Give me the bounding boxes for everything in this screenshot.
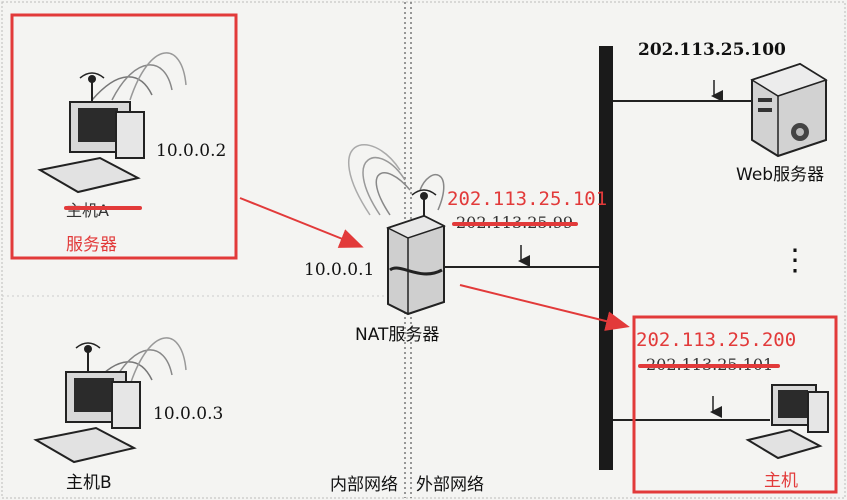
- red-arrow-to-ext-host: [459, 284, 630, 331]
- computer-icon: [33, 337, 187, 464]
- ellipsis-mark: ⋮: [780, 243, 810, 278]
- nat-inner-ip: 10.0.0.1: [304, 260, 375, 280]
- web-name: Web服务器: [736, 165, 825, 185]
- nat-outer-ip-strike-mark: [452, 222, 578, 226]
- ext-host-ip-new: 202.113.25.200: [636, 329, 797, 351]
- zone-inner-label: 内部网络: [330, 475, 398, 495]
- host-a-highlight-box: [10, 13, 238, 260]
- zone-outer-label: 外部网络: [416, 475, 484, 495]
- ext-host-name: 主机: [764, 471, 798, 491]
- ext-host-highlight-box: [632, 315, 838, 494]
- computer-icon: [745, 384, 829, 460]
- host-a-strike-mark: [64, 206, 142, 210]
- nat-name: NAT服务器: [355, 325, 440, 345]
- backbone-bus: [599, 46, 613, 470]
- web-ip: 202.113.25.100: [638, 40, 786, 60]
- server-icon: [348, 144, 446, 316]
- nat-outer-ip-new: 202.113.25.101: [447, 188, 608, 210]
- ext-host-ip-strike-mark: [638, 364, 780, 368]
- web-server-icon: [750, 62, 828, 158]
- host-b-ip: 10.0.0.3: [153, 404, 224, 424]
- host-a-annotation: 服务器: [66, 235, 117, 255]
- computer-icon: [37, 52, 187, 194]
- host-b-name: 主机B: [66, 473, 112, 493]
- host-a-name-struck: 主机A: [66, 201, 109, 220]
- red-arrow-to-nat: [239, 197, 364, 248]
- host-a-ip: 10.0.0.2: [156, 141, 227, 161]
